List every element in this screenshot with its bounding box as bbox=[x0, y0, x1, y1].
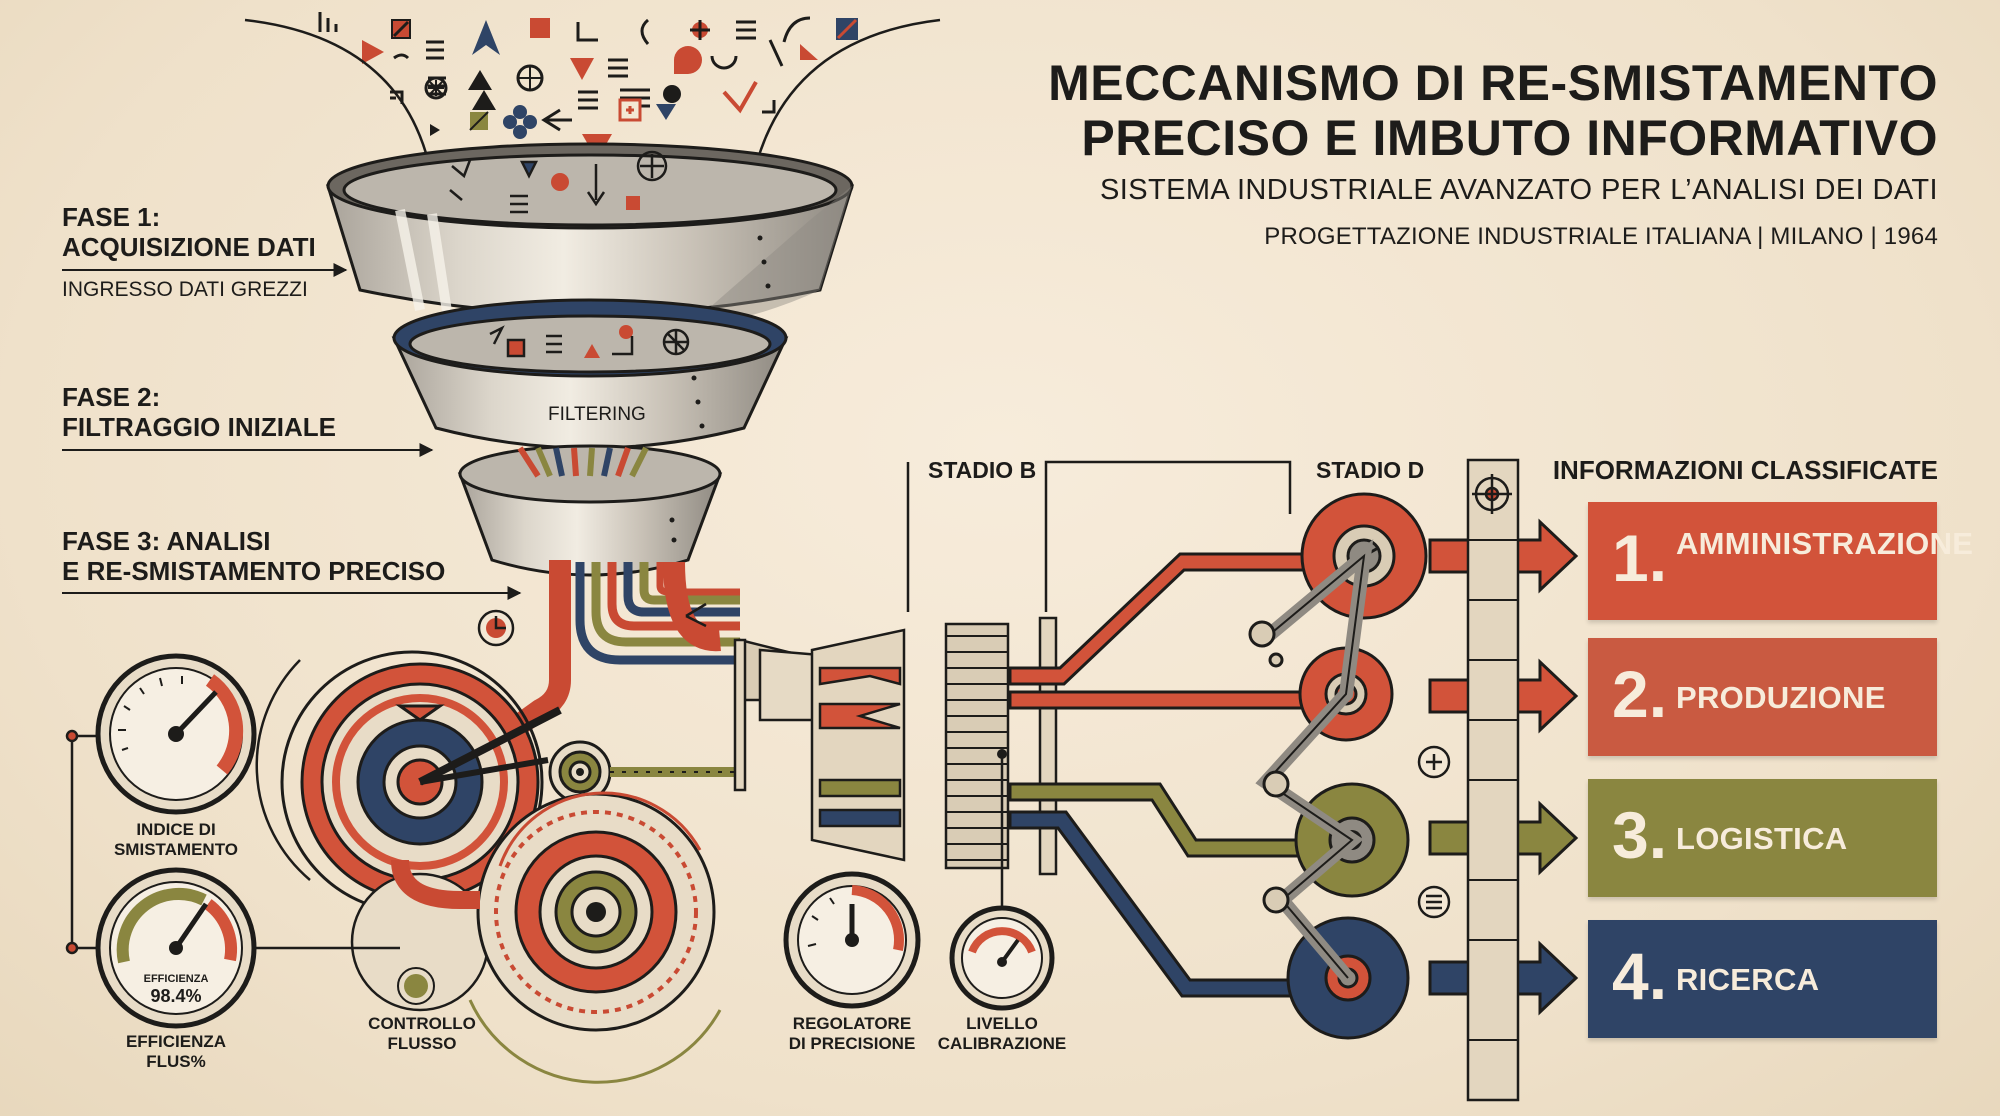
category-number: 2. bbox=[1612, 657, 1668, 731]
fase-1-line-2: ACQUISIZIONE DATI bbox=[62, 232, 316, 262]
gauge-indice bbox=[95, 653, 257, 815]
category-card-logistica: 3. LOGISTICA bbox=[1588, 779, 1937, 897]
fase-1-sublabel: INGRESSO DATI GREZZI bbox=[62, 278, 308, 301]
pipe-valve bbox=[477, 602, 707, 647]
page-caption: PROGETTAZIONE INDUSTRIALE ITALIANA | MIL… bbox=[1264, 223, 1938, 250]
efficienza-inner-value: 98.4% bbox=[150, 986, 202, 1006]
efficienza-line-1: EFFICIENZA bbox=[125, 1032, 227, 1051]
funnel bbox=[325, 142, 855, 577]
category-card-amministrazione: 1. AMMINISTRAZIONE bbox=[1588, 502, 1973, 620]
category-label: RICERCA bbox=[1676, 962, 1820, 997]
gauge-livello bbox=[949, 905, 1055, 1011]
category-number: 4. bbox=[1612, 939, 1668, 1013]
controllo-label: CONTROLLO FLUSSO bbox=[342, 1014, 502, 1054]
gauge-connector bbox=[65, 729, 400, 955]
stadio-d-label: STADIO D bbox=[1316, 457, 1425, 483]
controllo-line-1: CONTROLLO bbox=[368, 1014, 476, 1033]
indice-line-2: SMISTAMENTO bbox=[113, 840, 239, 859]
secondary-gear-assembly bbox=[350, 791, 722, 1084]
category-card-produzione: 2. PRODUZIONE bbox=[1588, 638, 1937, 756]
regolatore-label: REGOLATORE DI PRECISIONE bbox=[772, 1014, 932, 1054]
category-number: 3. bbox=[1612, 798, 1668, 872]
fase-2-line-2: FILTRAGGIO INIZIALE bbox=[62, 412, 336, 442]
fase-3-line-2: E RE-SMISTAMENTO PRECISO bbox=[62, 556, 446, 586]
fase-1-label: FASE 1: ACQUISIZIONE DATI bbox=[62, 202, 316, 262]
stage-brackets bbox=[906, 460, 1292, 612]
regolatore-line-1: REGOLATORE bbox=[792, 1014, 912, 1033]
output-pipes bbox=[463, 560, 740, 769]
category-card-ricerca: 4. RICERCA bbox=[1588, 920, 1937, 1038]
fase-1-line-1: FASE 1: bbox=[62, 202, 161, 232]
page-title: MECCANISMO DI RE-SMISTAMENTO PRECISO E I… bbox=[1048, 56, 1938, 166]
page-subtitle: SISTEMA INDUSTRIALE AVANZATO PER L’ANALI… bbox=[1100, 174, 1938, 206]
sorting-block bbox=[733, 616, 1058, 906]
livello-label: LIVELLO CALIBRAZIONE bbox=[922, 1014, 1082, 1054]
gauge-efficienza bbox=[95, 867, 257, 1029]
fase-3-line-1: FASE 3: ANALISI bbox=[62, 526, 271, 556]
regolatore-line-2: DI PRECISIONE bbox=[788, 1034, 916, 1053]
fase-3-label: FASE 3: ANALISI E RE-SMISTAMENTO PRECISO bbox=[62, 526, 445, 586]
livello-line-2: CALIBRAZIONE bbox=[937, 1034, 1067, 1053]
category-label: AMMINISTRAZIONE bbox=[1676, 526, 1974, 561]
fase-2-label: FASE 2: FILTRAGGIO INIZIALE bbox=[62, 382, 336, 442]
efficienza-inner-label: EFFICIENZA bbox=[143, 973, 209, 985]
raw-data-symbols bbox=[318, 12, 858, 160]
output-rail bbox=[1417, 458, 1520, 1102]
title-line-1: MECCANISMO DI RE-SMISTAMENTO bbox=[1048, 55, 1938, 111]
filter-label: FILTERING bbox=[548, 404, 646, 425]
indice-line-1: INDICE DI bbox=[136, 820, 216, 839]
phase-arrows bbox=[62, 263, 522, 600]
main-gear-assembly bbox=[255, 650, 740, 914]
gauge-regolatore bbox=[783, 871, 921, 1009]
category-label: LOGISTICA bbox=[1676, 821, 1848, 856]
title-line-2: PRECISO E IMBUTO INFORMATIVO bbox=[1081, 110, 1938, 166]
stadio-d-mechanism bbox=[1248, 492, 1428, 1040]
efficienza-label: EFFICIENZA FLUS% bbox=[96, 1032, 256, 1072]
category-number: 1. bbox=[1612, 521, 1668, 595]
funnel-streams bbox=[517, 446, 649, 478]
category-label: PRODUZIONE bbox=[1676, 680, 1886, 715]
efficienza-line-2: FLUS% bbox=[146, 1052, 206, 1071]
fase-2-line-1: FASE 2: bbox=[62, 382, 161, 412]
indice-label: INDICE DI SMISTAMENTO bbox=[96, 820, 256, 860]
stadio-b-label: STADIO B bbox=[928, 457, 1037, 483]
controllo-line-2: FLUSSO bbox=[387, 1034, 457, 1053]
output-title: INFORMAZIONI CLASSIFICATE bbox=[1552, 455, 1938, 485]
livello-line-1: LIVELLO bbox=[966, 1014, 1038, 1033]
